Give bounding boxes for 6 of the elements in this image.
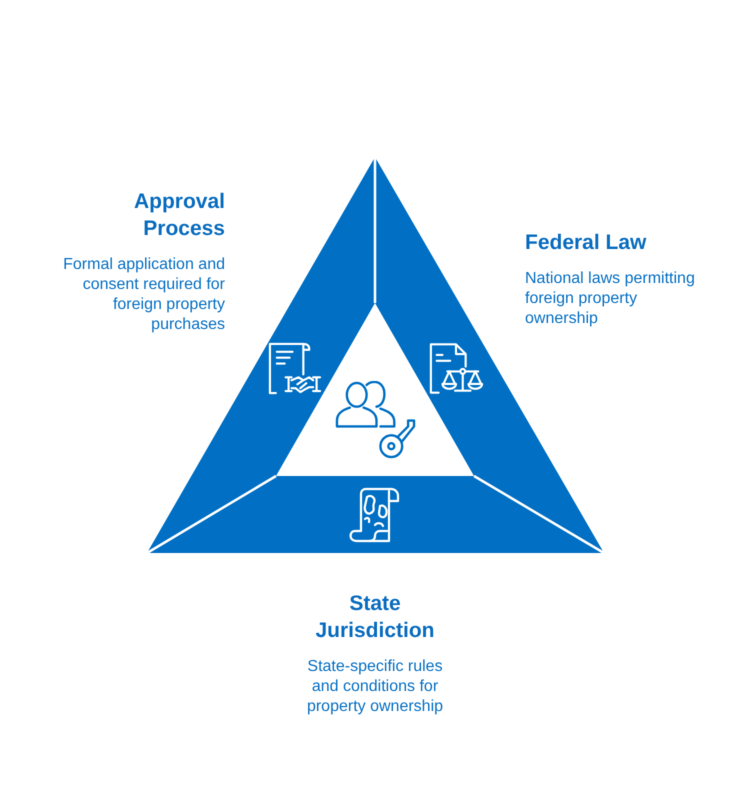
section-description: National laws permitting foreign property ownership [525,269,696,329]
section-description: Formal application and consent required for foreign property purchases [62,255,225,335]
section-heading: Federal Law [525,230,646,256]
section-description: State-specific rules and conditions for property ownership [306,657,444,717]
section-heading: State Jurisdiction [314,591,436,644]
section-heading: Approval Process [132,189,225,242]
